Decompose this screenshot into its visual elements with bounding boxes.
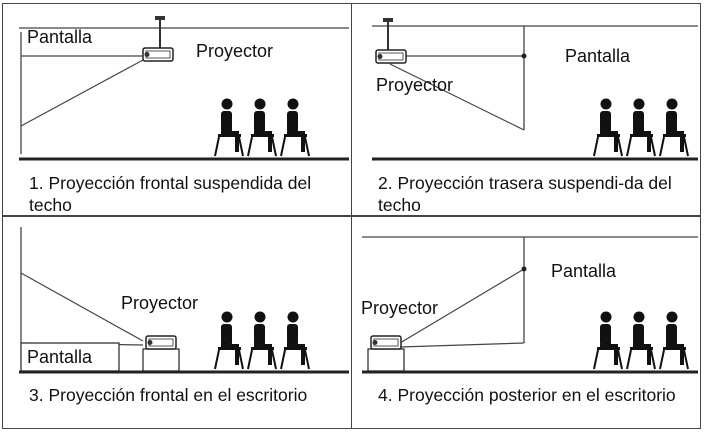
screen-label: Pantalla bbox=[551, 261, 617, 281]
projector-label: Proyector bbox=[376, 75, 454, 95]
projection-modes-grid: Pantalla Proyector 1. Proyección frontal… bbox=[2, 3, 702, 430]
panel-front-ceiling: Pantalla Proyector 1. Proyección frontal… bbox=[2, 3, 352, 216]
panel-rear-ceiling: Pantalla Proyector 2. Proyección trasera… bbox=[351, 3, 701, 216]
rear-desk-diagram bbox=[362, 236, 698, 374]
front-desk-diagram bbox=[19, 227, 349, 374]
rear-ceiling-diagram bbox=[372, 18, 698, 161]
screen-label: Pantalla bbox=[27, 347, 93, 367]
panel-rear-desk: Pantalla Proyector 4. Proyección posteri… bbox=[351, 216, 701, 429]
front-ceiling-diagram bbox=[19, 16, 349, 161]
panel-caption: 2. Proyección trasera suspendi-da del te… bbox=[378, 173, 672, 215]
screen-label: Pantalla bbox=[565, 46, 631, 66]
screen-label: Pantalla bbox=[27, 27, 93, 47]
panel-caption: 3. Proyección frontal en el escritorio bbox=[29, 385, 308, 405]
projector-label: Proyector bbox=[121, 293, 199, 313]
panel-caption: 4. Proyección posterior en el escritorio bbox=[378, 385, 676, 405]
projector-label: Proyector bbox=[361, 298, 439, 318]
panel-caption: 1. Proyección frontal suspendida del tec… bbox=[29, 173, 312, 215]
panel-front-desk: Proyector Pantalla 3. Proyección frontal… bbox=[2, 216, 352, 429]
projector-label: Proyector bbox=[196, 41, 274, 61]
